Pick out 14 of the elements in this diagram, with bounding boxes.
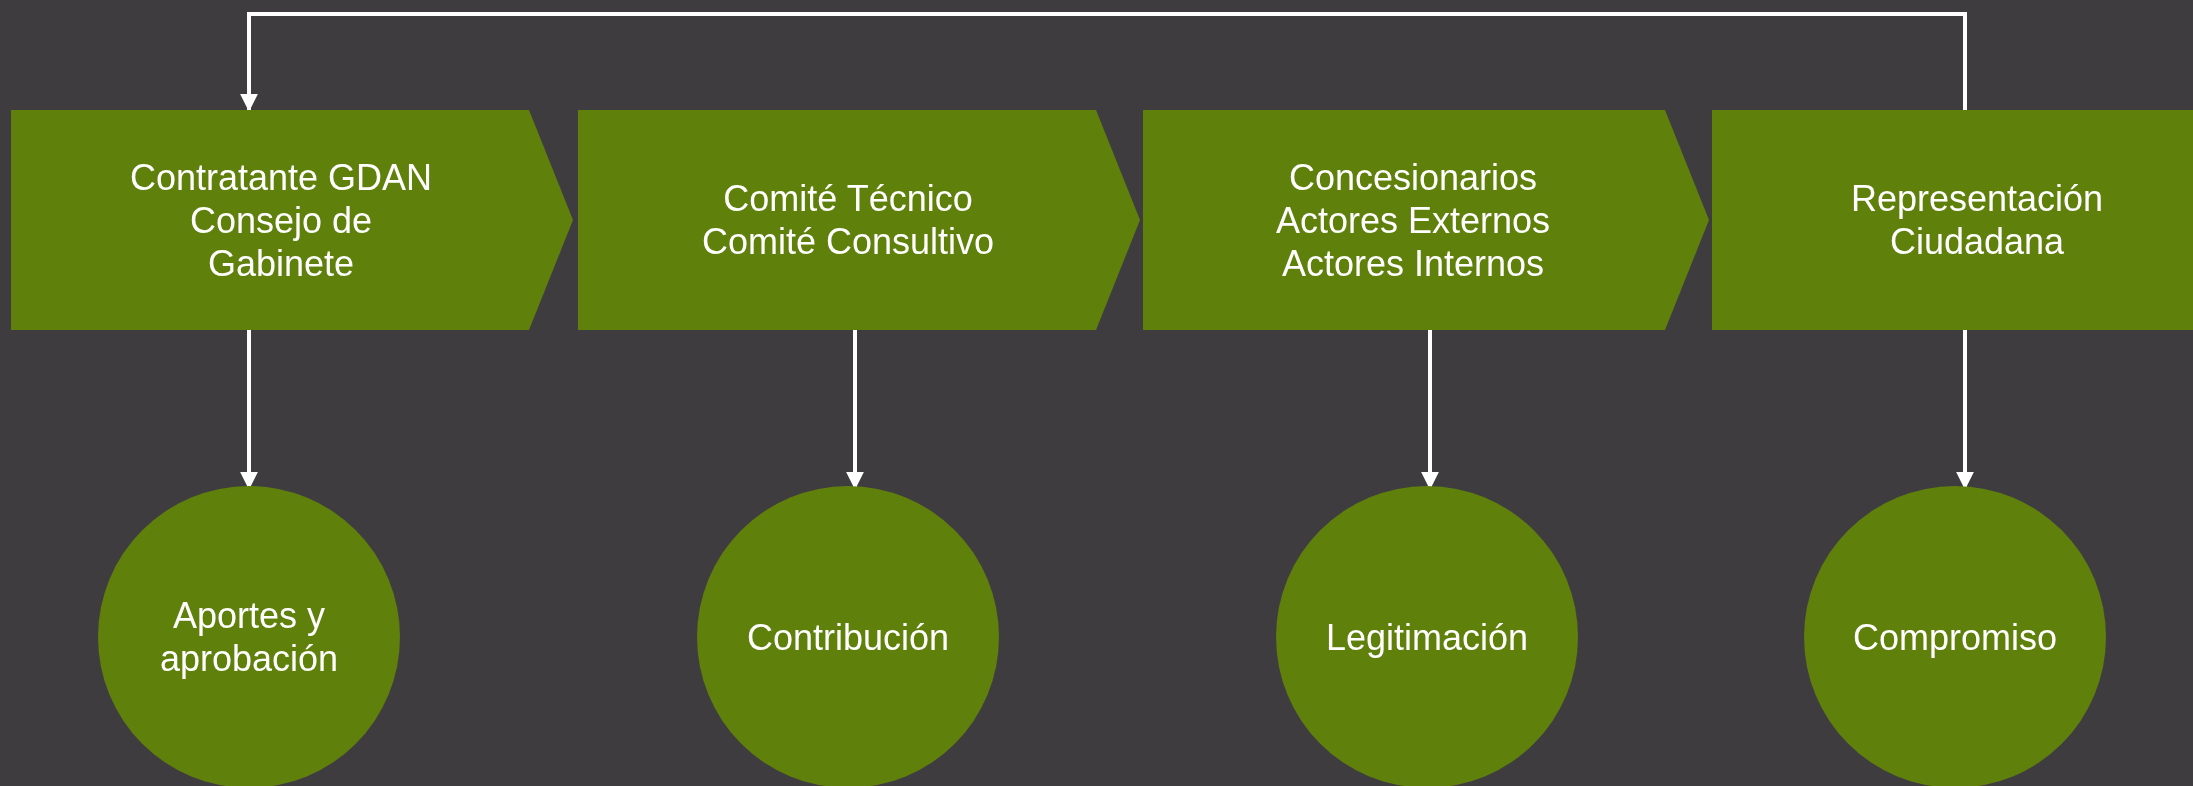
node-label: Comité Técnico Comité Consultivo xyxy=(700,177,996,263)
node-label: Contratante GDAN Consejo de Gabinete xyxy=(128,155,434,285)
arrow xyxy=(1956,330,1974,490)
node-label: Representación Ciudadana xyxy=(1849,177,2105,263)
chevron-arrow-shape xyxy=(1143,110,1709,330)
node-label: Aportes y aprobación xyxy=(158,594,340,680)
chevron-arrow-shape xyxy=(578,110,1140,330)
process-box xyxy=(1712,110,2193,330)
node-label: Concesionarios Actores Externos Actores Internos xyxy=(1274,155,1552,285)
node-label: Contribución xyxy=(745,615,951,659)
node-label: Compromiso xyxy=(1851,615,2058,659)
arrow xyxy=(240,12,1967,112)
chevron-arrow-shape xyxy=(11,110,573,330)
node-label: Legitimación xyxy=(1324,615,1530,659)
